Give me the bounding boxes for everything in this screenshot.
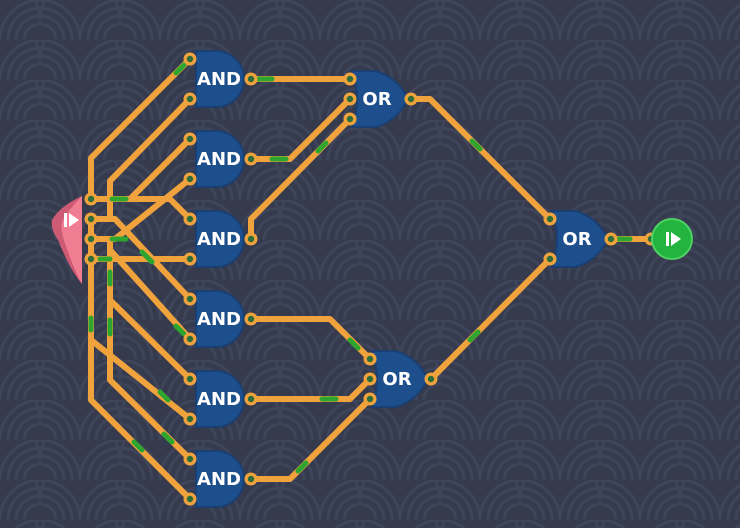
connection-pin[interactable] — [244, 232, 258, 246]
connection-pin[interactable] — [183, 452, 197, 466]
gate-label: OR — [362, 89, 391, 110]
wire[interactable] — [88, 216, 193, 302]
gate-label: AND — [197, 69, 241, 90]
wire[interactable] — [88, 236, 193, 462]
output-node[interactable] — [651, 218, 693, 260]
connection-pin[interactable] — [244, 152, 258, 166]
connection-pin[interactable] — [404, 92, 418, 106]
connection-pin[interactable] — [244, 472, 258, 486]
connection-pin[interactable] — [183, 292, 197, 306]
wire[interactable] — [248, 96, 353, 162]
wire[interactable] — [88, 256, 193, 502]
connection-pin[interactable] — [363, 352, 377, 366]
connection-pin[interactable] — [343, 92, 357, 106]
connection-pin[interactable] — [183, 332, 197, 346]
connection-pin[interactable] — [543, 252, 557, 266]
wire[interactable] — [428, 256, 553, 382]
connection-pin[interactable] — [183, 132, 197, 146]
connection-pin[interactable] — [183, 172, 197, 186]
connection-pin[interactable] — [183, 372, 197, 386]
gate-label: AND — [197, 389, 241, 410]
and-gate-5[interactable]: AND — [195, 370, 245, 428]
connection-pin[interactable] — [244, 72, 258, 86]
and-gate-1[interactable]: AND — [195, 50, 245, 108]
connection-pin[interactable] — [183, 412, 197, 426]
gate-label: AND — [197, 309, 241, 330]
connection-pin[interactable] — [543, 212, 557, 226]
or-gate-2[interactable]: OR — [370, 350, 430, 408]
pin-layer — [84, 52, 658, 506]
wire[interactable] — [88, 56, 193, 202]
connection-pin[interactable] — [84, 212, 98, 226]
play-arrow-icon — [64, 213, 79, 227]
connection-pin[interactable] — [84, 232, 98, 246]
connection-pin[interactable] — [343, 112, 357, 126]
input-node[interactable] — [51, 196, 82, 284]
or-gate-3[interactable]: OR — [550, 210, 610, 268]
connection-pin[interactable] — [424, 372, 438, 386]
play-arrow-icon — [666, 232, 681, 246]
gate-label: AND — [197, 469, 241, 490]
connection-pin[interactable] — [84, 192, 98, 206]
connection-pin[interactable] — [183, 492, 197, 506]
connection-pin[interactable] — [84, 252, 98, 266]
gate-label: AND — [197, 229, 241, 250]
wire[interactable] — [248, 376, 373, 402]
or-gate-1[interactable]: OR — [350, 70, 410, 128]
connection-pin[interactable] — [244, 312, 258, 326]
connection-pin[interactable] — [183, 212, 197, 226]
signal-markers — [88, 62, 633, 474]
and-gate-6[interactable]: AND — [195, 450, 245, 508]
and-gate-3[interactable]: AND — [195, 210, 245, 268]
connection-pin[interactable] — [604, 232, 618, 246]
connection-pin[interactable] — [244, 392, 258, 406]
connection-pin[interactable] — [363, 392, 377, 406]
connection-pin[interactable] — [183, 92, 197, 106]
gate-label: OR — [382, 369, 411, 390]
connection-pin[interactable] — [183, 52, 197, 66]
connection-pin[interactable] — [343, 72, 357, 86]
connection-pin[interactable] — [183, 252, 197, 266]
gate-label: AND — [197, 149, 241, 170]
and-gate-2[interactable]: AND — [195, 130, 245, 188]
wire[interactable] — [248, 396, 373, 482]
connection-pin[interactable] — [363, 372, 377, 386]
and-gate-4[interactable]: AND — [195, 290, 245, 348]
gate-label: OR — [562, 229, 591, 250]
